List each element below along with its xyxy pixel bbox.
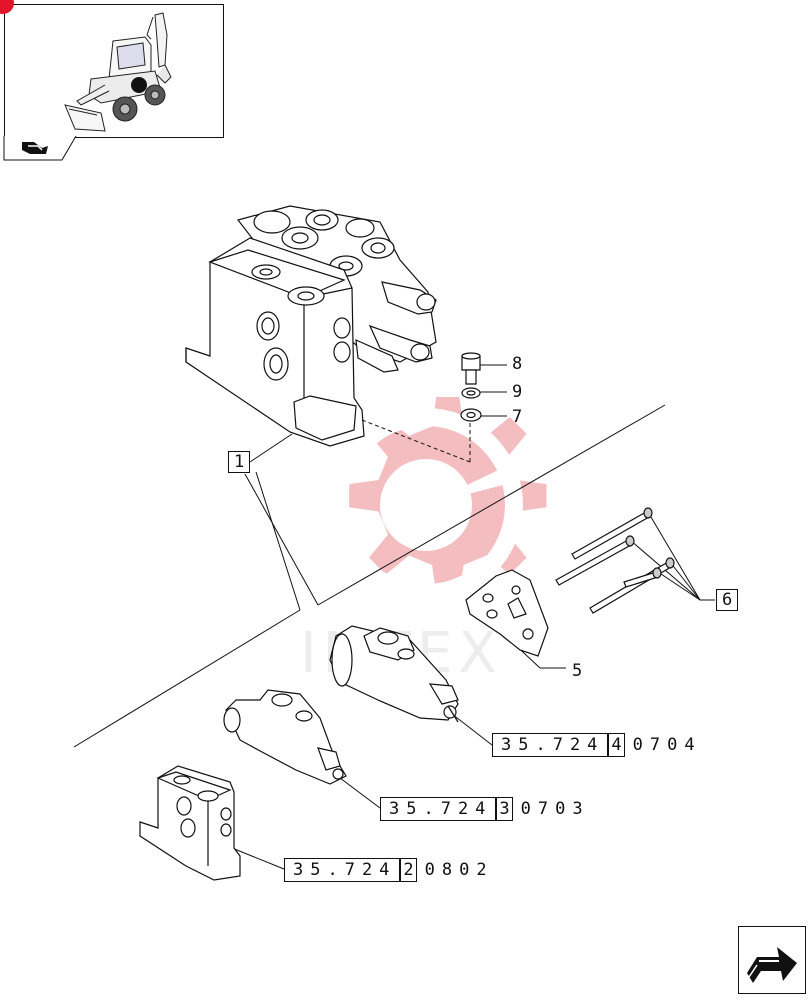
thumbnail-panel: [4, 4, 224, 138]
washer-item-9: [461, 387, 481, 399]
watermark-gear: [329, 396, 560, 602]
tie-rods-item-6: [555, 507, 675, 614]
section-arrow-icon: [22, 142, 48, 154]
backhoe-loader-thumbnail: [64, 12, 172, 132]
valve-section-0704: [329, 625, 459, 723]
section-tab: [3, 136, 77, 161]
plate-item-5: [465, 569, 549, 657]
callout-item-1: 1: [228, 451, 251, 473]
badge-dot: [0, 0, 14, 14]
location-marker: [131, 77, 147, 93]
callout-item-5: 5: [572, 661, 583, 681]
reference-prefix: 35.724: [284, 858, 401, 882]
callout-item-8: 8: [512, 354, 523, 374]
callout-item-9: 9: [512, 382, 523, 402]
callout-item-6: 6: [716, 589, 739, 611]
reference-highlight: 4: [608, 733, 625, 757]
valve-assembly: [185, 205, 437, 447]
callout-item-7: 7: [512, 407, 523, 427]
valve-section-0802: [139, 765, 241, 881]
reference-prefix: 35.724: [380, 797, 497, 821]
valve-section-0703: [223, 689, 347, 785]
screw-item-8: [461, 352, 481, 385]
reference-highlight: 3: [496, 797, 513, 821]
reference-prefix: 35.724: [492, 733, 609, 757]
reference-highlight: 2: [400, 858, 417, 882]
reference-suffix: 0802: [424, 860, 494, 880]
washer-item-7: [460, 408, 482, 422]
next-page-arrow-icon: [747, 947, 797, 983]
reference-suffix: 0704: [632, 735, 702, 755]
next-page-button[interactable]: [738, 926, 806, 994]
reference-suffix: 0703: [520, 799, 590, 819]
